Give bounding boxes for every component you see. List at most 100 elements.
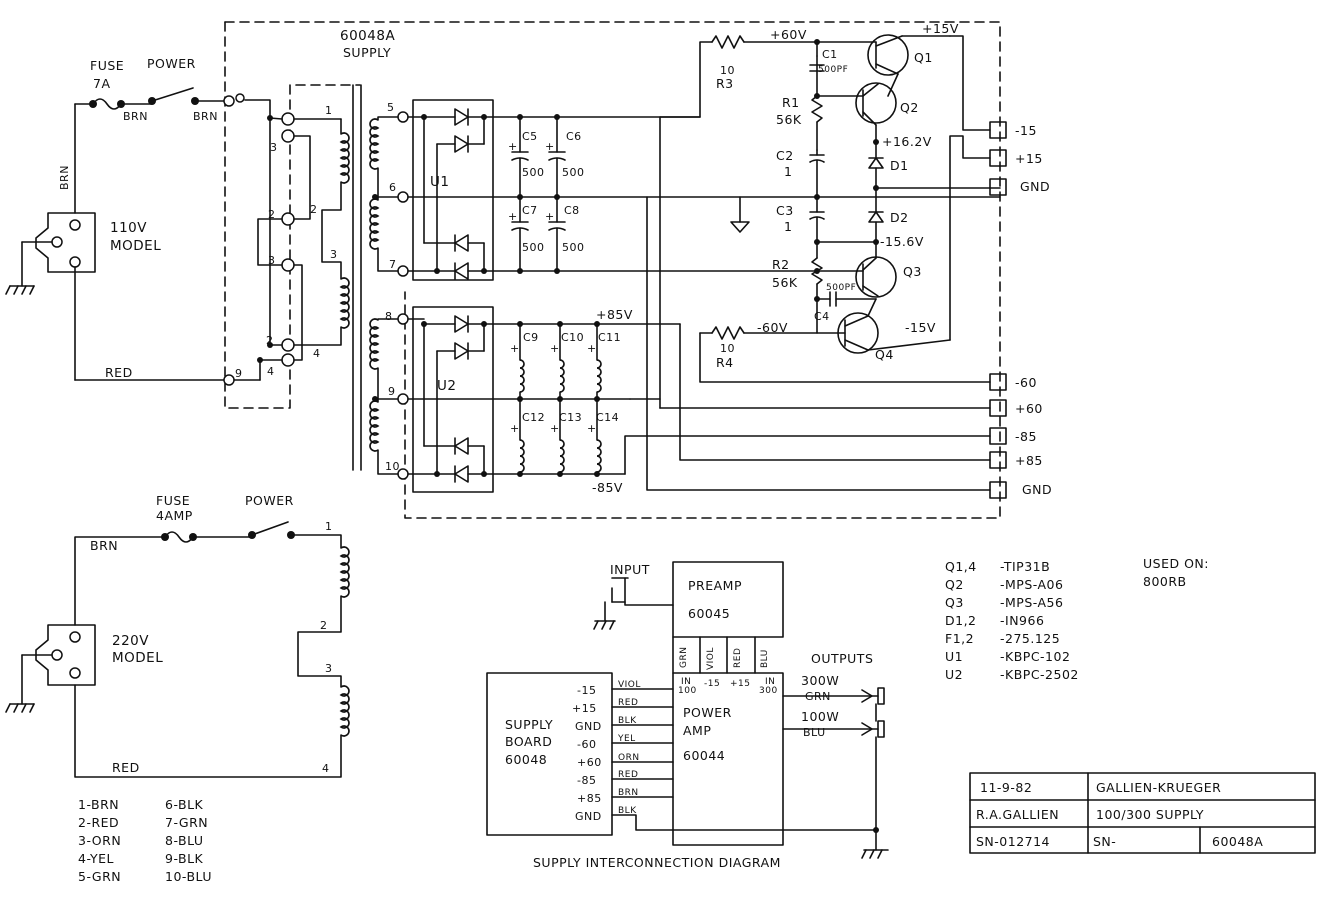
u2-label: U2: [437, 378, 456, 394]
c14-label: C14: [596, 411, 619, 424]
tap-2a: 2: [268, 208, 276, 221]
wire-color-6: RED: [618, 770, 638, 780]
part-val-4: -IN966: [1000, 613, 1044, 628]
part-ref-7: U2: [945, 667, 963, 682]
amp-pin-minus15: -15: [704, 679, 720, 689]
tap-3b: 3: [268, 254, 276, 267]
c4-label: C4: [814, 310, 830, 323]
plus85-label: +85V: [596, 307, 633, 322]
out-300w: 300W: [801, 673, 839, 688]
preamp-wire-blu: BLU: [760, 649, 770, 668]
r1-value: 56K: [776, 112, 802, 127]
color-code-legend: 1-BRN 2-RED 3-ORN 4-YEL 5-GRN 6-BLK 7-GR…: [78, 797, 212, 884]
c3-label: C3: [776, 203, 794, 218]
power-amp-line3: 60044: [683, 748, 725, 763]
amp-pin-in100-a: IN: [681, 677, 691, 687]
tap-4a: 4: [313, 347, 321, 360]
filter-caps-85v: + + + + + +: [483, 321, 681, 477]
parts-list: Q1,4 -TIP31B Q2 -MPS-A06 Q3 -MPS-A56 D1,…: [945, 559, 1079, 682]
r3-label: R3: [716, 76, 734, 91]
interconnect-diagram: [486, 561, 889, 859]
tap-9: 9: [235, 367, 243, 380]
c5-label: C5: [522, 130, 538, 143]
term-plus60: +60: [1015, 401, 1043, 416]
ac-input-220v: [5, 521, 350, 778]
wire-brn-a: BRN: [123, 110, 148, 123]
r2-value: 56K: [772, 275, 798, 290]
part-val-1: -TIP31B: [1000, 559, 1050, 574]
supply-pin-4: -60: [577, 738, 596, 751]
interconnect-caption: SUPPLY INTERCONNECTION DIAGRAM: [533, 855, 781, 870]
supply-pin-2: +15: [572, 702, 597, 715]
term-plus85: +85: [1015, 453, 1043, 468]
part-val-2: -MPS-A06: [1000, 577, 1063, 592]
tap-9s: 9: [388, 385, 396, 398]
part-ref-6: U1: [945, 649, 963, 664]
fuse-value-220: 4AMP: [156, 508, 193, 523]
svg-text:+: +: [545, 140, 555, 153]
color-code-8: 8-BLU: [165, 833, 204, 848]
tap-2c: 2: [266, 334, 274, 347]
title-drawing-title: 100/300 SUPPLY: [1096, 807, 1204, 822]
color-code-1: 1-BRN: [78, 797, 119, 812]
regulator-wiring: [624, 34, 1001, 491]
svg-text:+: +: [508, 140, 518, 153]
tap-5: 5: [387, 101, 395, 114]
c9-label: C9: [523, 331, 539, 344]
c7-value: 500: [522, 241, 545, 254]
filter-caps-60v: + + + +: [483, 114, 818, 274]
preamp-wire-grn: GRN: [679, 647, 689, 668]
power-label-110: POWER: [147, 56, 196, 71]
model-110-line2: MODEL: [110, 238, 161, 254]
wire-color-2: RED: [618, 698, 638, 708]
color-code-6: 6-BLK: [165, 797, 204, 812]
supply-model-number: 60048A: [340, 28, 395, 44]
title-block: [969, 772, 1316, 854]
supply-enclosure: [224, 21, 1001, 519]
primary-tap-labels: 1 3 2 3 2 3 2 4 9 4: [235, 104, 337, 380]
used-on-label: USED ON:: [1143, 556, 1209, 571]
secondary-tap-labels: 5 6 7 8 9 10: [385, 101, 400, 473]
supply-pin-8: GND: [575, 810, 602, 823]
fuse-label-110: FUSE: [90, 58, 124, 73]
output-terminals: [989, 121, 1007, 499]
c1-label: C1: [822, 48, 838, 61]
wire-red-110: RED: [105, 365, 133, 380]
preamp-wire-red: RED: [733, 648, 743, 668]
c6-label: C6: [566, 130, 582, 143]
part-ref-1: Q1,4: [945, 559, 977, 574]
wire-color-4: YEL: [617, 734, 636, 744]
c8-value: 500: [562, 241, 585, 254]
wire-color-3: BLK: [618, 716, 637, 726]
svg-text:+: +: [545, 210, 555, 223]
color-code-2: 2-RED: [78, 815, 119, 830]
tap220-1: 1: [325, 520, 333, 533]
wire-brn-b: BRN: [193, 110, 218, 123]
c3-value: 1: [784, 219, 792, 234]
wire-color-5: ORN: [618, 753, 640, 763]
part-val-7: -KBPC-2502: [1000, 667, 1079, 682]
v156-label: -15.6V: [880, 234, 924, 249]
title-drawn-by: R.A.GALLIEN: [976, 807, 1059, 822]
term-gnd-b: GND: [1022, 482, 1052, 497]
used-on-value: 800RB: [1143, 574, 1187, 589]
input-label: INPUT: [610, 562, 650, 577]
part-val-5: -275.125: [1000, 631, 1060, 646]
r2-label: R2: [772, 257, 790, 272]
supply-pin-6: -85: [577, 774, 596, 787]
r4-label: R4: [716, 355, 734, 370]
r4-value: 10: [720, 342, 735, 355]
title-date: 11-9-82: [980, 780, 1032, 795]
c2-label: C2: [776, 148, 794, 163]
fuse-value-110: 7A: [93, 76, 111, 91]
d2-label: D2: [890, 210, 909, 225]
title-drawing-number: 60048A: [1212, 834, 1263, 849]
title-serial: SN-012714: [976, 834, 1050, 849]
transformer-secondary: [369, 111, 409, 480]
supply-pin-5: +60: [577, 756, 602, 769]
wire-brn-220: BRN: [90, 538, 118, 553]
color-code-10: 10-BLU: [165, 869, 212, 884]
color-code-5: 5-GRN: [78, 869, 121, 884]
title-company: GALLIEN-KRUEGER: [1096, 780, 1221, 795]
out-100w: 100W: [801, 709, 839, 724]
